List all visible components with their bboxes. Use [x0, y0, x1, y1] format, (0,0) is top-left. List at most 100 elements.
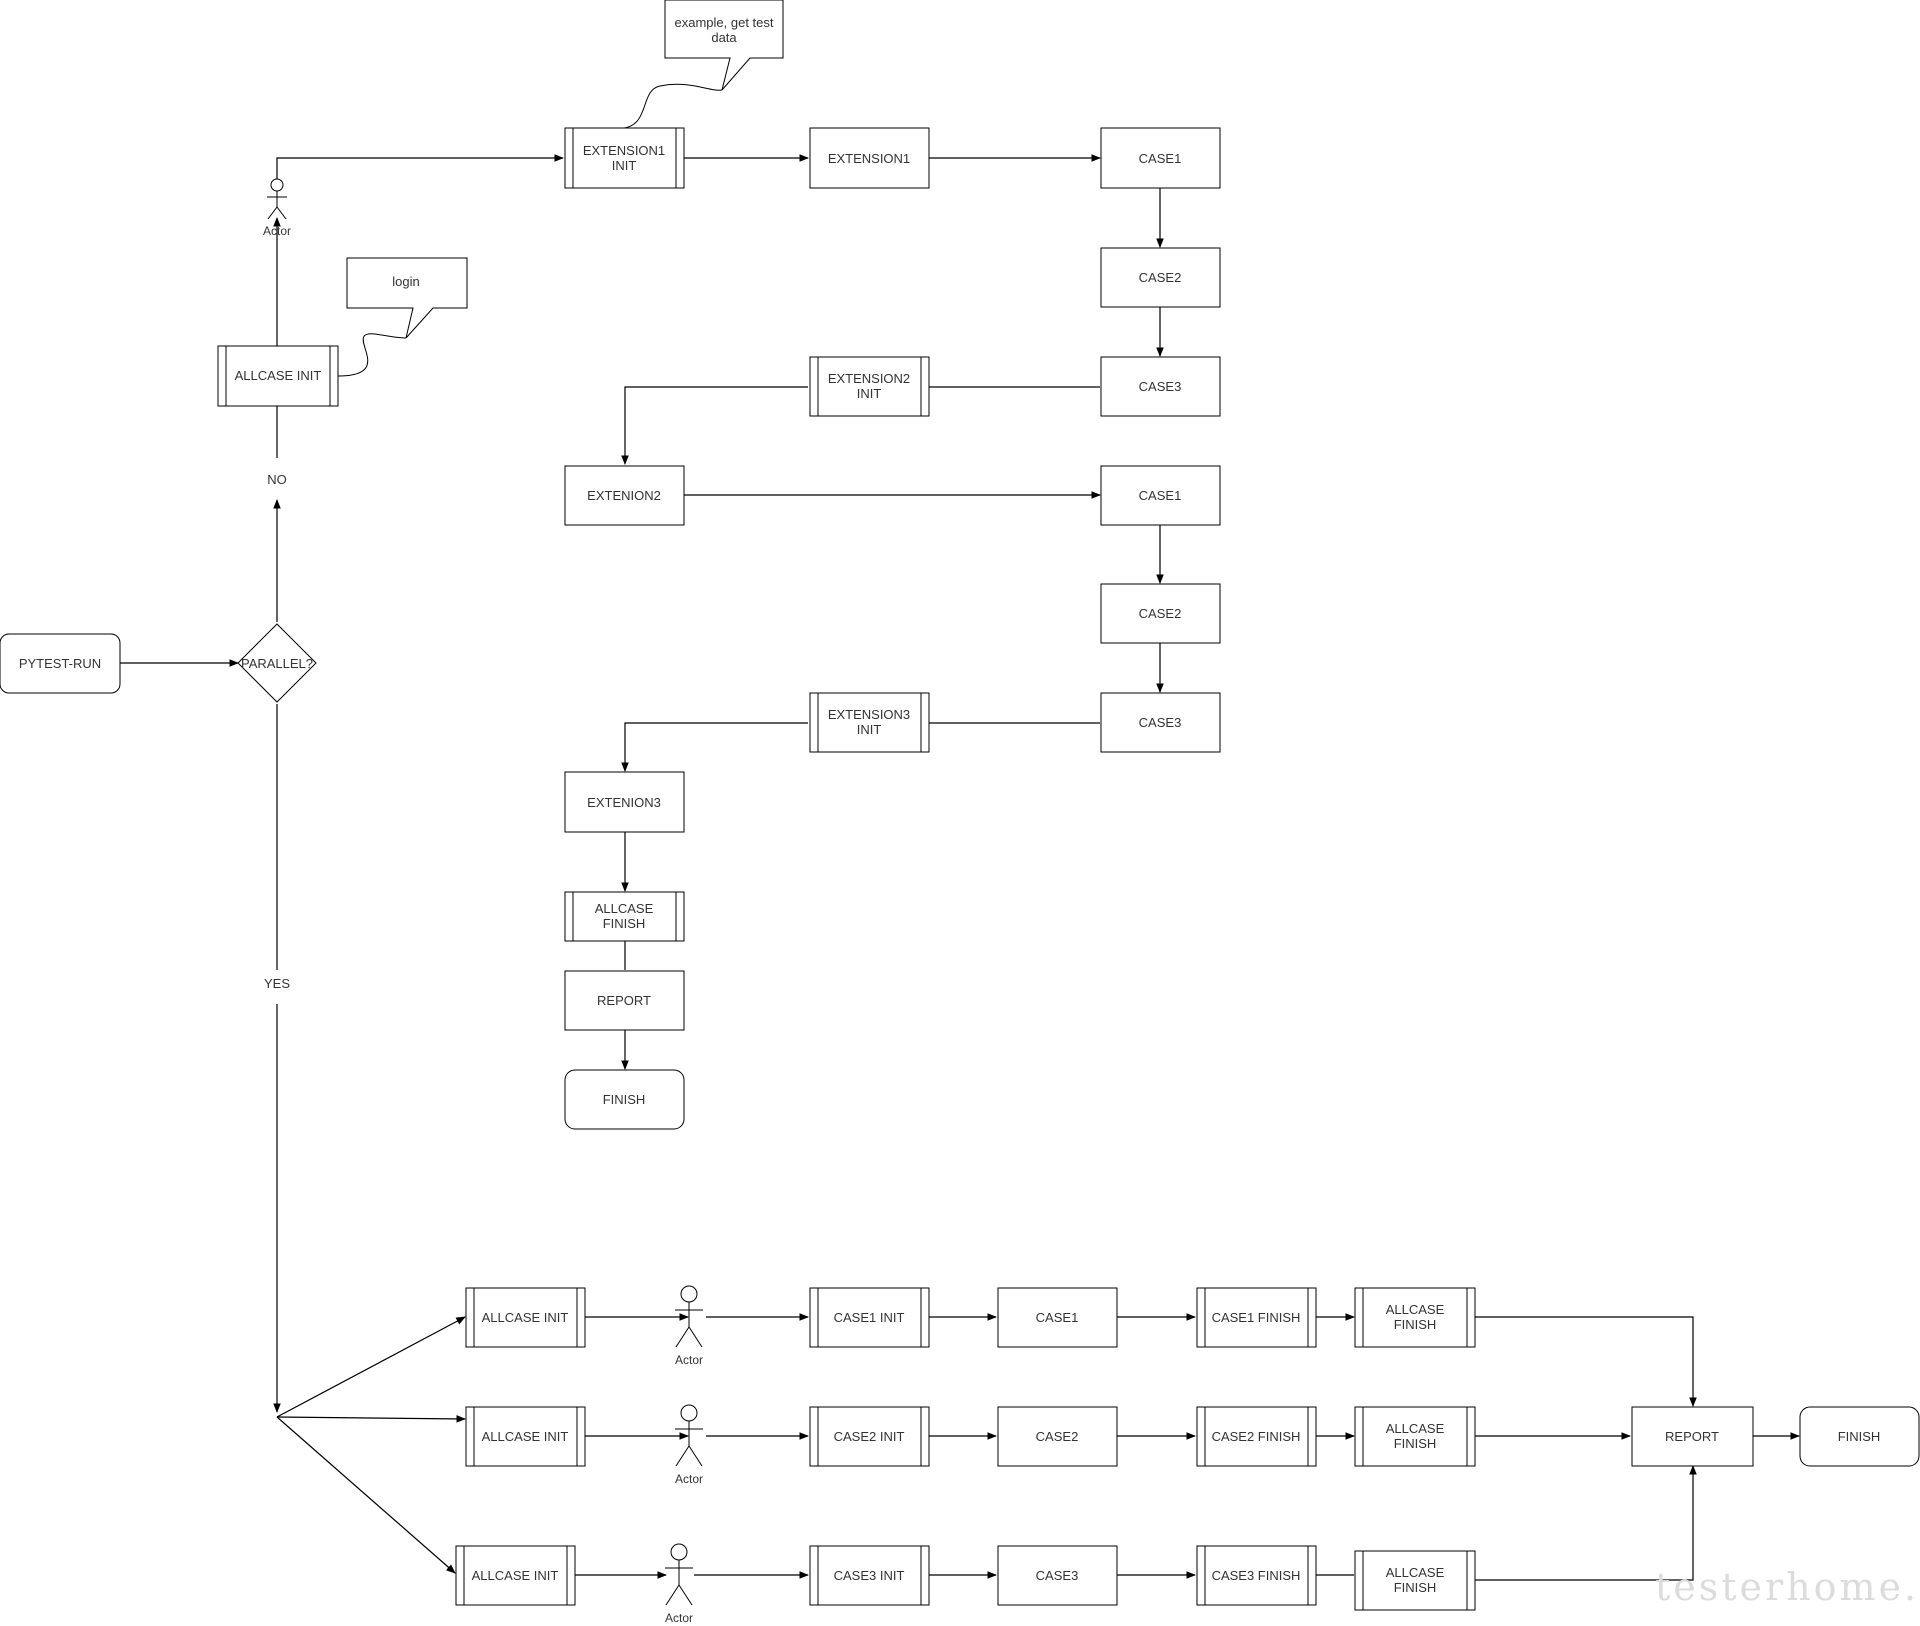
- node-ext1-label: EXTENSION1: [828, 151, 910, 166]
- node-ext1[interactable]: EXTENSION1: [809, 127, 930, 189]
- node-ext2-init-line1: EXTENSION2: [828, 371, 910, 386]
- node-report[interactable]: REPORT: [564, 970, 685, 1031]
- node-ext3-init[interactable]: EXTENSION3 INIT: [809, 692, 930, 753]
- row1-actor-label: Actor: [675, 1353, 703, 1367]
- edge-actor-to-ext1init: [276, 154, 564, 182]
- node-seq2-case3[interactable]: CASE3: [1100, 692, 1221, 753]
- note-example-line2: data: [711, 30, 737, 45]
- row2-actor: Actor: [675, 1404, 703, 1486]
- row3-actor: Actor: [665, 1543, 693, 1625]
- row1-allcase-finish[interactable]: ALLCASE FINISH: [1354, 1287, 1476, 1348]
- node-seq-case2[interactable]: CASE2: [1100, 247, 1221, 308]
- node-ext1-init-line2: INIT: [612, 158, 637, 173]
- row3-case[interactable]: CASE3: [997, 1545, 1118, 1606]
- node-parallel-finish-label: FINISH: [1838, 1429, 1881, 1444]
- row3-case-label: CASE3: [1036, 1568, 1079, 1583]
- edge-ext2init-to-exten2: [621, 386, 808, 465]
- node-seq-case1-label: CASE1: [1139, 151, 1182, 166]
- node-allcase-init[interactable]: ALLCASE INIT: [217, 345, 339, 407]
- node-parallel-report-label: REPORT: [1665, 1429, 1719, 1444]
- row3-allcase-finish-line1: ALLCASE: [1386, 1565, 1445, 1580]
- node-seq-case1[interactable]: CASE1: [1100, 127, 1221, 189]
- row1-allcase-finish-line1: ALLCASE: [1386, 1302, 1445, 1317]
- node-seq2-case2[interactable]: CASE2: [1100, 583, 1221, 644]
- row2-allcase-init-label: ALLCASE INIT: [482, 1429, 569, 1444]
- row1-case-label: CASE1: [1036, 1310, 1079, 1325]
- row3-case-finish-label: CASE3 FINISH: [1212, 1568, 1301, 1583]
- node-ext3-init-line2: INIT: [857, 722, 882, 737]
- node-seq2-case1-label: CASE1: [1139, 488, 1182, 503]
- note-login[interactable]: login: [346, 257, 468, 339]
- row3-actor-label: Actor: [665, 1611, 693, 1625]
- row1-case-finish[interactable]: CASE1 FINISH: [1196, 1287, 1317, 1348]
- note-example-line1: example, get test: [675, 15, 774, 30]
- node-finish[interactable]: FINISH: [564, 1069, 685, 1130]
- node-ext1-init[interactable]: EXTENSION1 INIT: [564, 127, 685, 189]
- actor-top: Actor: [263, 178, 291, 238]
- note-connector-example: [623, 83, 723, 129]
- node-allcase-finish-line1: ALLCASE: [595, 901, 654, 916]
- node-ext1-init-line1: EXTENSION1: [583, 143, 665, 158]
- row1-allcase-init[interactable]: ALLCASE INIT: [465, 1287, 586, 1348]
- row1-actor: Actor: [675, 1285, 703, 1367]
- row1-case-init-label: CASE1 INIT: [834, 1310, 905, 1325]
- node-allcase-init-label: ALLCASE INIT: [235, 368, 322, 383]
- row1-allcase-init-label: ALLCASE INIT: [482, 1310, 569, 1325]
- node-ext2-init[interactable]: EXTENSION2 INIT: [809, 356, 930, 417]
- node-seq-case3[interactable]: CASE3: [1100, 356, 1221, 417]
- edge-fork-to-row3: [276, 1416, 456, 1574]
- row2-allcase-finish[interactable]: ALLCASE FINISH: [1354, 1406, 1476, 1467]
- note-login-label: login: [392, 274, 419, 289]
- node-pytest-run-label: PYTEST-RUN: [19, 656, 101, 671]
- node-seq-case2-label: CASE2: [1139, 270, 1182, 285]
- row1-allcase-finish-line2: FINISH: [1394, 1317, 1437, 1332]
- node-exten3-label: EXTENION3: [587, 795, 661, 810]
- row3-case-finish[interactable]: CASE3 FINISH: [1196, 1545, 1317, 1606]
- row2-case-finish-label: CASE2 FINISH: [1212, 1429, 1301, 1444]
- node-allcase-finish-line2: FINISH: [603, 916, 646, 931]
- node-exten3[interactable]: EXTENION3: [564, 771, 685, 833]
- node-finish-label: FINISH: [603, 1092, 646, 1107]
- edge-label-yes: YES: [264, 976, 290, 991]
- edge-r1-allfinish-to-report: [1475, 1316, 1697, 1407]
- node-seq2-case2-label: CASE2: [1139, 606, 1182, 621]
- node-ext2-init-line2: INIT: [857, 386, 882, 401]
- watermark-text: testerhome.com: [1655, 1565, 1920, 1609]
- row2-case-init-label: CASE2 INIT: [834, 1429, 905, 1444]
- row2-allcase-finish-line2: FINISH: [1394, 1436, 1437, 1451]
- node-pytest-run[interactable]: PYTEST-RUN: [0, 633, 121, 694]
- node-seq-case3-label: CASE3: [1139, 379, 1182, 394]
- row2-case-label: CASE2: [1036, 1429, 1079, 1444]
- row2-case-finish[interactable]: CASE2 FINISH: [1196, 1406, 1317, 1467]
- node-seq2-case1[interactable]: CASE1: [1100, 465, 1221, 526]
- row3-case-init[interactable]: CASE3 INIT: [809, 1545, 930, 1606]
- row3-case-init-label: CASE3 INIT: [834, 1568, 905, 1583]
- node-exten2[interactable]: EXTENION2: [564, 465, 685, 526]
- edge-fork-to-row2: [276, 1415, 466, 1423]
- node-seq2-case3-label: CASE3: [1139, 715, 1182, 730]
- row1-case-finish-label: CASE1 FINISH: [1212, 1310, 1301, 1325]
- row2-case-init[interactable]: CASE2 INIT: [809, 1406, 930, 1467]
- node-parallel-label: PARALLEL?: [241, 656, 313, 671]
- row2-actor-label: Actor: [675, 1472, 703, 1486]
- row2-case[interactable]: CASE2: [997, 1406, 1118, 1467]
- edges-parallel: [276, 1313, 1800, 1581]
- row3-allcase-init[interactable]: ALLCASE INIT: [455, 1545, 576, 1606]
- note-example[interactable]: example, get test data: [664, 0, 784, 91]
- row2-allcase-finish-line1: ALLCASE: [1386, 1421, 1445, 1436]
- node-parallel-decision[interactable]: PARALLEL?: [237, 623, 317, 703]
- note-connector-login: [337, 333, 407, 377]
- node-parallel-finish[interactable]: FINISH: [1799, 1406, 1920, 1467]
- node-parallel-report[interactable]: REPORT: [1631, 1406, 1754, 1467]
- node-allcase-finish[interactable]: ALLCASE FINISH: [564, 891, 685, 942]
- row3-allcase-finish-line2: FINISH: [1394, 1580, 1437, 1595]
- row1-case-init[interactable]: CASE1 INIT: [809, 1287, 930, 1348]
- edge-r3-allfinish-to-report: [1475, 1465, 1697, 1581]
- row3-allcase-finish[interactable]: ALLCASE FINISH: [1354, 1550, 1476, 1611]
- row1-case[interactable]: CASE1: [997, 1287, 1118, 1348]
- actor-top-label: Actor: [263, 224, 291, 238]
- row2-allcase-init[interactable]: ALLCASE INIT: [465, 1406, 586, 1467]
- edges-sequential: [120, 154, 1164, 1413]
- edge-fork-to-row1: [276, 1316, 466, 1418]
